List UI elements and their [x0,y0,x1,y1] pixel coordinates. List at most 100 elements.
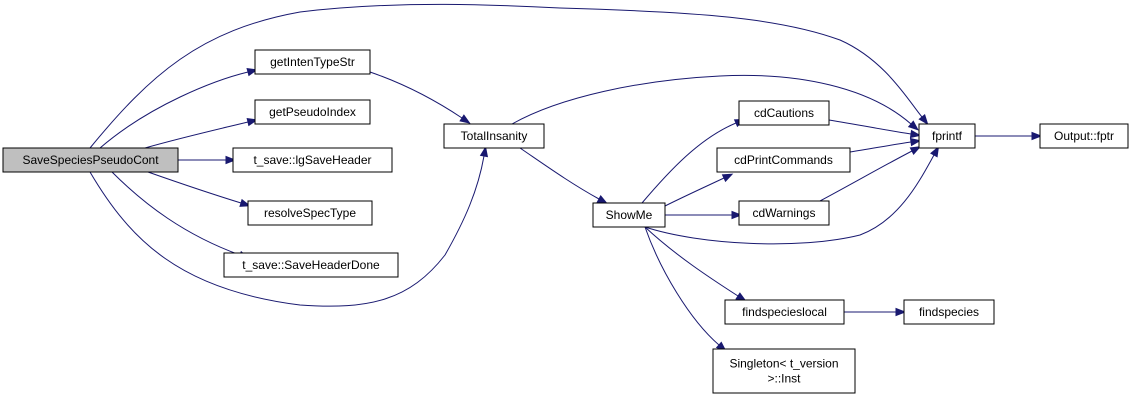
node-label: t_save::lgSaveHeader [253,153,371,167]
node-insanity[interactable]: TotalInsanity [443,123,545,149]
node-label: resolveSpecType [264,206,356,220]
node-box [254,99,371,125]
node-singleton[interactable]: Singleton< t_version>::Inst [712,348,856,394]
edge-line [828,119,912,135]
node-box [2,147,179,173]
node-root[interactable]: SaveSpeciesPseudoCont [2,147,179,173]
edge-line [819,150,913,202]
edge-printCmds-to-fprintf [849,137,922,153]
node-label: Singleton< t_version [729,357,838,371]
edge-line [147,171,242,204]
edge-line [369,71,463,119]
node-printCmds[interactable]: cdPrintCommands [716,147,851,173]
node-findspecies[interactable]: findspecies [903,299,995,325]
edge-fprintf-to-fptr [975,131,1043,141]
arrowhead [246,68,259,77]
node-label: cdPrintCommands [734,153,833,167]
edge-root-to-insanity [89,145,489,307]
node-label: ShowMe [606,208,653,222]
edge-warnings-to-fprintf [819,146,922,202]
node-cautions[interactable]: cdCautions [738,100,830,126]
edge-line [99,71,249,149]
node-label: findspecies [919,305,979,319]
arrowhead [225,155,237,165]
edge-showMe-to-singleton [644,226,727,352]
node-label: getIntenTypeStr [270,55,355,69]
node-box [232,147,393,173]
edge-root-to-intenType [99,68,259,149]
node-resolve[interactable]: resolveSpecType [247,200,373,226]
arrowhead [479,145,489,158]
edge-findLocal-to-findspecies [844,307,907,317]
edge-line [89,155,485,307]
node-box [918,123,976,149]
node-label: >::Inst [767,372,801,386]
node-showMe[interactable]: ShowMe [592,202,666,228]
node-fprintf[interactable]: fprintf [918,123,976,149]
node-saveDone[interactable]: t_save::SaveHeaderDone [223,252,399,278]
node-box [1039,123,1129,149]
node-pseudoIndex[interactable]: getPseudoIndex [254,99,371,125]
edge-line [511,74,912,125]
edge-line [664,177,725,207]
node-label: findspecieslocal [742,305,827,319]
arrowhead [459,114,471,124]
edge-line [111,171,241,256]
edge-line [519,147,600,200]
node-fptr[interactable]: Output::fptr [1039,123,1129,149]
node-label: cdCautions [754,106,814,120]
arrowhead [930,145,940,158]
arrowhead [909,146,922,155]
node-box [254,49,371,75]
arrowhead [596,195,609,205]
edge-showMe-to-warnings [665,210,743,220]
arrowhead [918,113,929,126]
node-box [712,348,856,394]
node-box [592,202,666,228]
node-lgSave[interactable]: t_save::lgSaveHeader [232,147,393,173]
node-label: Output::fptr [1054,129,1114,143]
arrowhead [909,129,922,139]
node-box [223,252,399,278]
arrowhead [1031,131,1043,141]
arrowhead [246,118,259,127]
edge-intenType-to-insanity [369,71,471,124]
node-box [724,299,845,325]
node-box [443,123,545,149]
node-findLocal[interactable]: findspecieslocal [724,299,845,325]
edge-line [144,121,249,149]
node-label: cdWarnings [753,206,816,220]
arrowhead [895,307,907,317]
edge-insanity-to-showMe [519,147,609,205]
node-warnings[interactable]: cdWarnings [738,200,830,226]
edge-line [644,226,739,297]
edge-line [641,122,737,204]
edge-root-to-saveDone [111,171,250,259]
edge-insanity-to-fprintf [511,74,919,131]
arrowhead [239,198,251,207]
node-label: t_save::SaveHeaderDone [242,258,380,272]
nodes-layer: SaveSpeciesPseudoCont getIntenTypeStr getP… [2,49,1129,394]
node-label: TotalInsanity [461,129,528,143]
edge-line [644,154,935,245]
edge-root-to-fprintf [89,3,929,149]
edge-cautions-to-fprintf [828,119,922,139]
arrowhead [907,120,919,131]
node-box [738,100,830,126]
node-box [903,299,995,325]
edge-line [644,226,720,346]
node-box [738,200,830,226]
node-box [716,147,851,173]
arrowhead [909,137,922,147]
node-label: getPseudoIndex [269,105,356,119]
arrowhead [731,210,743,220]
arrowhead [721,173,734,183]
edge-line [89,3,923,149]
node-label: fprintf [932,129,963,143]
edges-layer [89,3,1043,352]
edge-line [849,141,912,153]
node-box [247,200,373,226]
node-intenType[interactable]: getIntenTypeStr [254,49,371,75]
edge-root-to-pseudoIndex [144,118,259,149]
